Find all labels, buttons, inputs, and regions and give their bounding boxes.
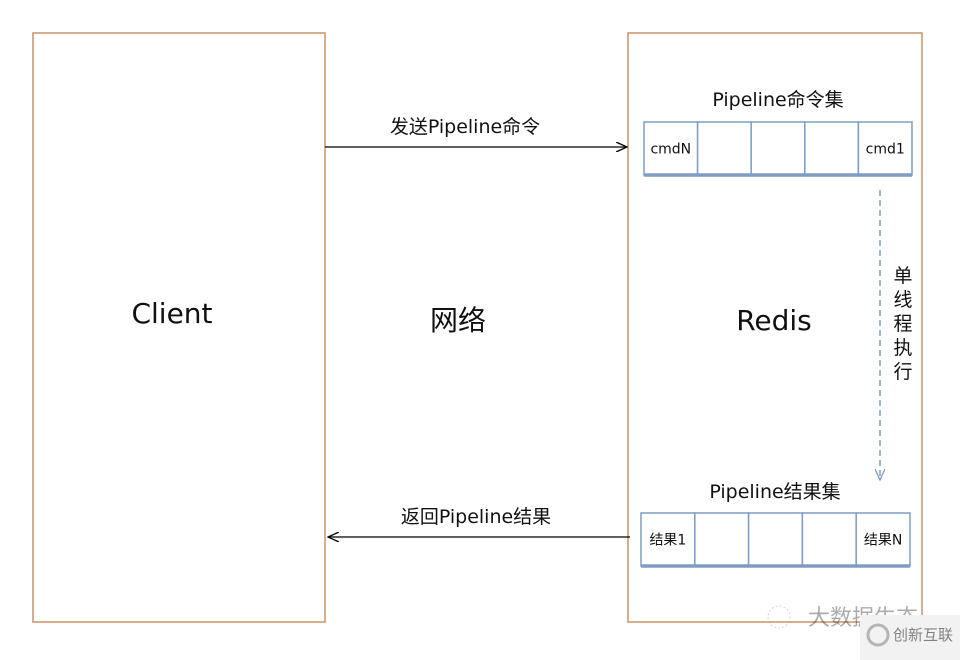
brand-watermark: 创新互联 <box>866 623 953 647</box>
table-cell-text: 结果N <box>864 533 902 549</box>
execution-char: 程 <box>893 313 912 335</box>
table-cell <box>696 121 752 176</box>
brand-watermark-bg <box>860 615 960 660</box>
execution-char: 单 <box>893 265 912 287</box>
command-set-title: Pipeline命令集 <box>712 89 843 111</box>
client-label: Client <box>131 297 212 330</box>
table-cell <box>747 512 804 567</box>
result-set-table: 结果1 结果N <box>640 512 911 568</box>
table-cell <box>750 121 806 176</box>
result-set-title: Pipeline结果集 <box>709 481 840 503</box>
network-label: 网络 <box>430 304 486 337</box>
execution-char: 执 <box>893 337 912 359</box>
table-cell <box>804 121 860 176</box>
table-cell <box>643 121 699 176</box>
return-arrow-label: 返回Pipeline结果 <box>401 506 551 528</box>
table-cell <box>801 512 857 567</box>
brand-watermark-text: 创新互联 <box>893 626 953 644</box>
table-cell <box>857 121 913 176</box>
command-set-table: cmdN cmd1 <box>643 121 913 177</box>
send-arrow-label: 发送Pipeline命令 <box>390 116 540 138</box>
execution-char: 行 <box>893 361 912 383</box>
table-cell-text: cmd1 <box>866 142 905 158</box>
client-box <box>32 32 326 623</box>
table-cell-text: cmdN <box>650 142 691 158</box>
redis-label: Redis <box>736 304 812 337</box>
table-cell-text: 结果1 <box>649 533 686 549</box>
brand-logo-icon <box>866 623 890 647</box>
execution-char: 线 <box>893 289 912 311</box>
wechat-icon <box>767 605 791 629</box>
table-cell <box>694 512 750 567</box>
